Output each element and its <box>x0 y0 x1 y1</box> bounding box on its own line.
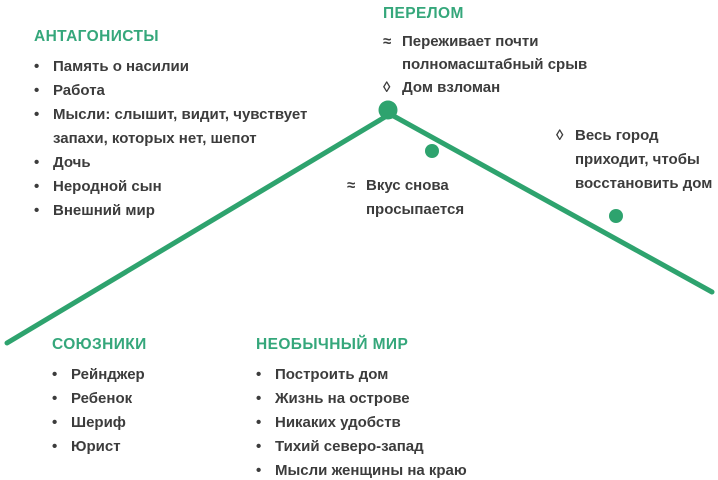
list-item-text: Построить дом <box>275 366 389 383</box>
section-title-allies: СОЮЗНИКИ <box>52 336 147 353</box>
bullet-marker: • <box>34 202 40 219</box>
list-item-text: Память о насилии <box>53 58 189 75</box>
list-item: • Неродной сын <box>34 175 307 199</box>
diamond-marker: ◊ <box>556 127 564 144</box>
list-item-text: Дом взломан <box>402 79 501 96</box>
section-antagonists: АНТАГОНИСТЫ • Память о насилии • Работа • Мыс… <box>34 28 307 223</box>
section-title-antagonists: АНТАГОНИСТЫ <box>34 28 159 45</box>
bullet-marker: • <box>256 390 262 407</box>
bullet-marker: • <box>256 438 262 455</box>
list-item-text: Внешний мир <box>53 202 155 219</box>
bullet-marker: • <box>256 462 262 479</box>
list-item-text: Работа <box>53 82 105 99</box>
list-item-text: Дочь <box>53 154 91 171</box>
unusual-world-list: • Построить дом • Жизнь на острове • Никаких … <box>256 363 467 480</box>
bullet-marker: • <box>52 438 58 455</box>
list-item-text: Ребенок <box>71 390 133 407</box>
list-item-text: Шериф <box>71 414 126 431</box>
plot-point-dot <box>378 100 398 120</box>
list-item: ◊ Дом взломан <box>383 76 587 99</box>
list-item-text: Мысли женщины на краю <box>275 462 467 479</box>
list-item: • Тихий северо-запад <box>256 435 467 459</box>
bullet-marker: • <box>256 366 262 383</box>
list-item-text: Жизнь на острове <box>275 390 410 407</box>
list-item: • Работа <box>34 79 307 103</box>
list-item: • Рейнджер <box>52 363 147 387</box>
list-item: • Шериф <box>52 411 147 435</box>
antagonists-list: • Память о насилии • Работа • Мысли: слышит, … <box>34 55 307 223</box>
list-item: • Построить дом <box>256 363 467 387</box>
approx-marker: ≈ <box>347 177 356 194</box>
list-item-text: Тихий северо-запад <box>275 438 424 455</box>
list-item: • Ребенок <box>52 387 147 411</box>
section-allies: СОЮЗНИКИ • Рейнджер • Ребенок • Шериф • Юрист <box>52 336 147 459</box>
bullet-marker: • <box>34 82 40 99</box>
list-item-text: Рейнджер <box>71 366 145 383</box>
bullet-marker: • <box>34 154 40 171</box>
list-item: • Память о насилии <box>34 55 307 79</box>
bullet-marker: • <box>34 178 40 195</box>
list-item: • Мысли женщины на краю <box>256 459 467 480</box>
diamond-marker: ◊ <box>383 79 391 96</box>
bullet-marker: • <box>52 390 58 407</box>
list-item-text: Юрист <box>71 438 121 455</box>
bullet-marker: • <box>52 414 58 431</box>
list-item-text: Никаких удобств <box>275 414 401 431</box>
bullet-marker: • <box>34 106 40 123</box>
plot-point-dot <box>609 209 623 223</box>
bullet-marker: • <box>256 414 262 431</box>
list-item: • Никаких удобств <box>256 411 467 435</box>
list-item: • Внешний мир <box>34 199 307 223</box>
plot-point-dot <box>425 144 439 158</box>
section-title-turning-point: ПЕРЕЛОМ <box>383 5 464 22</box>
list-item-text: Неродной сын <box>53 178 162 195</box>
bullet-marker: • <box>34 58 40 75</box>
allies-list: • Рейнджер • Ребенок • Шериф • Юрист <box>52 363 147 459</box>
section-unusual-world: НЕОБЫЧНЫЙ МИР • Построить дом • Жизнь на ос… <box>256 336 467 480</box>
list-item: • Дочь <box>34 151 307 175</box>
section-title-unusual-world: НЕОБЫЧНЫЙ МИР <box>256 336 409 353</box>
list-item: • Жизнь на острове <box>256 387 467 411</box>
bullet-marker: • <box>52 366 58 383</box>
approx-marker: ≈ <box>383 33 392 50</box>
list-item: • Юрист <box>52 435 147 459</box>
